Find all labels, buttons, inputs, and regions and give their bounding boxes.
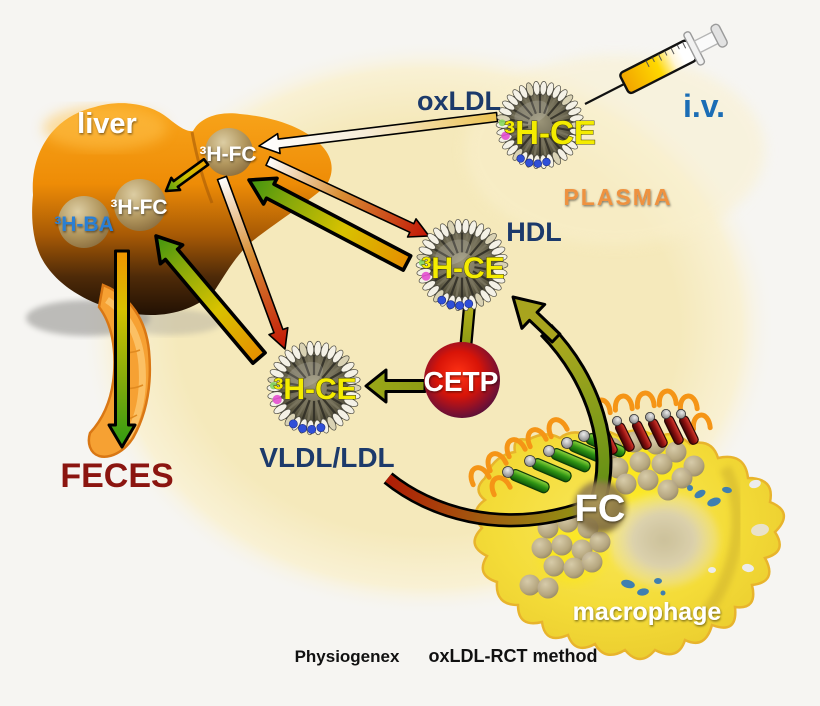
membrane-loop (485, 451, 509, 474)
arrow-vldl-to-liver (154, 234, 267, 366)
organelle (694, 489, 706, 499)
liver-label: liver (77, 108, 137, 140)
arrow-macrophage-to-hdl-head (511, 295, 562, 344)
arrow-cetp-to-vldl (364, 368, 427, 404)
lipid-droplet (519, 574, 541, 596)
iv-label: i.v. (683, 88, 725, 124)
needle (584, 83, 625, 105)
oxldl-tracer-label: ³H-CE (504, 114, 596, 151)
membrane-loop (677, 393, 700, 413)
liver-node-bile-label: ³H-BA (54, 213, 113, 236)
lipoprotein-particles (266, 80, 585, 436)
transporter-helix (629, 414, 652, 450)
cetp-protein (424, 342, 500, 418)
lipid-droplet (589, 531, 611, 553)
organelle (708, 567, 716, 573)
lipid-droplet (543, 555, 565, 577)
membrane-loop (504, 437, 528, 460)
organelle (722, 486, 732, 494)
plasma-label: PLASMA (563, 184, 672, 210)
organelle (637, 588, 649, 596)
fc-pool (574, 481, 626, 533)
vldl-particle (266, 340, 362, 436)
organelle (707, 497, 721, 507)
hdl-tracer-label: ³H-CE (421, 252, 504, 285)
macrophage-cell (468, 388, 785, 661)
transporter-helix (543, 445, 591, 473)
arrow-liver-to-vldl (216, 175, 289, 350)
hdl-label: HDL (506, 217, 562, 247)
liver-node-center-label: ³H-FC (110, 196, 167, 219)
transporter-helix (524, 455, 572, 483)
liver-node-top-label: ³H-FC (199, 143, 256, 166)
liver-node-bile (58, 196, 110, 248)
organelle (660, 590, 666, 596)
oxldl-particle (495, 80, 585, 170)
membrane-loop (634, 390, 657, 410)
syringe (584, 23, 728, 105)
hdl-particle (415, 218, 509, 312)
arrow-liver-to-hdl (265, 155, 430, 238)
transporter-helix (676, 409, 699, 445)
caption-method: oxLDL-RCT method (429, 646, 598, 666)
lipid-droplet (651, 453, 673, 475)
organelle (687, 485, 693, 491)
arrow-vldl-to-macrophage (385, 474, 582, 525)
arrow-oxldl-to-liver (258, 111, 499, 155)
cetp-label: CETP (424, 366, 499, 397)
lipid-droplet (537, 577, 559, 599)
macrophage-label: macrophage (573, 598, 722, 626)
membrane-loop (656, 388, 679, 408)
transporter-helix (502, 466, 550, 494)
organelles (621, 479, 769, 596)
lipid-droplet (657, 479, 679, 501)
oxldl-label: oxLDL (417, 86, 501, 116)
organelle (749, 479, 761, 489)
lipid-droplet (607, 457, 629, 479)
vldl-tracer-label: ³H-CE (273, 373, 356, 406)
transporter-helix (661, 409, 684, 445)
caption-brand: Physiogenex (295, 647, 400, 666)
lipid-droplet (665, 441, 687, 463)
membrane-loop (546, 417, 570, 440)
lipid-droplet (563, 557, 585, 579)
arrow-fc-to-bile (164, 157, 210, 193)
lipid-droplet (637, 469, 659, 491)
caption: Physiogenex oxLDL-RCT method (295, 646, 598, 666)
organelle (742, 563, 754, 573)
lipid-droplet (581, 551, 603, 573)
lipid-droplet (531, 537, 553, 559)
transporter-helix (645, 412, 668, 448)
transporter-helix (612, 416, 635, 452)
liver-node-center (114, 179, 166, 231)
lipid-droplet (629, 451, 651, 473)
vldl-label: VLDL/LDL (259, 442, 394, 473)
membrane-loop (468, 465, 492, 488)
lipid-droplet (615, 473, 637, 495)
organelle (654, 578, 662, 584)
arrow-hdl-to-liver (247, 176, 413, 272)
membrane-loop (489, 475, 513, 498)
lipid-droplet (551, 534, 573, 556)
liver-node-top (205, 128, 253, 176)
membrane-loop (612, 393, 635, 413)
organelle (751, 523, 769, 537)
lipid-droplet (671, 467, 693, 489)
feces-label: FECES (60, 457, 173, 495)
organelle (621, 579, 635, 589)
nucleus (608, 492, 720, 588)
membrane-loop (525, 427, 549, 450)
fc-label: FC (575, 488, 626, 530)
flux-arrows (107, 111, 499, 449)
arrow-liver-to-feces (107, 249, 137, 449)
membrane-loop (690, 412, 713, 432)
